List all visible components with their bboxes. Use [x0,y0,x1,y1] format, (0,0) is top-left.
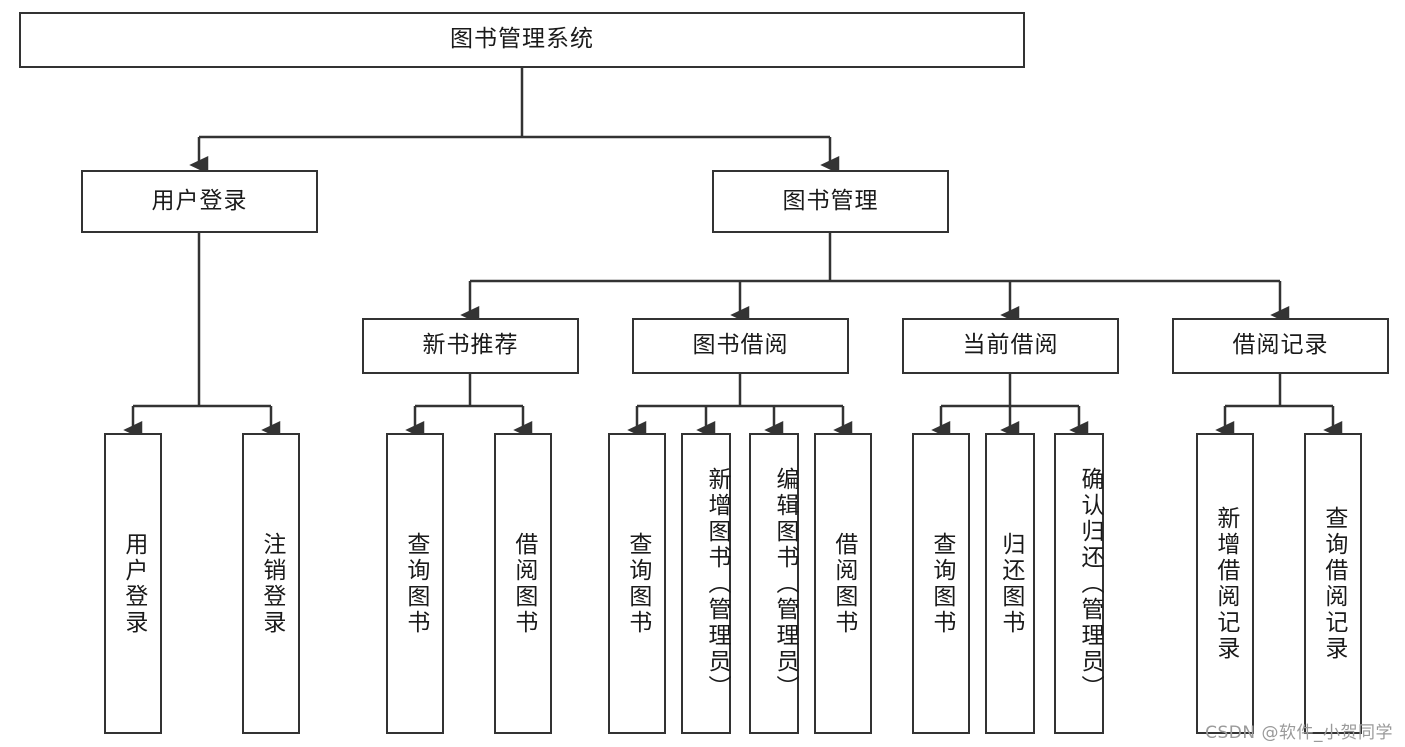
node-leaf-query-book-borrow[interactable]: 查询图书 [608,433,666,734]
node-leaf-borrow-book-label: 借阅图书 [830,531,857,636]
node-leaf-query-book-current-label: 查询图书 [928,531,955,636]
node-leaf-borrow-book-recommend-label: 借阅图书 [510,531,537,636]
node-leaf-user-login[interactable]: 用户登录 [104,433,162,734]
node-book-manage[interactable]: 图书管理 [712,170,949,233]
node-user-login[interactable]: 用户登录 [81,170,318,233]
node-user-login-label: 用户登录 [151,187,248,214]
node-leaf-add-borrow-record[interactable]: 新增借阅记录 [1196,433,1254,734]
node-leaf-query-book-current[interactable]: 查询图书 [912,433,970,734]
node-leaf-edit-book-admin[interactable]: 编辑图书（管理员） [749,433,799,734]
node-leaf-confirm-return-admin[interactable]: 确认归还（管理员） [1054,433,1104,734]
node-borrow-record[interactable]: 借阅记录 [1172,318,1389,374]
node-leaf-logout-label: 注销登录 [258,531,285,636]
node-leaf-add-book-admin[interactable]: 新增图书（管理员） [681,433,731,734]
node-leaf-confirm-return-admin-label: 确认归还（管理员） [1077,466,1103,701]
node-book-borrow-label: 图书借阅 [692,332,789,359]
node-root[interactable]: 图书管理系统 [19,12,1025,68]
node-leaf-query-book-recommend-label: 查询图书 [402,531,429,636]
node-new-book-recommend-label: 新书推荐 [422,332,519,359]
node-leaf-borrow-book[interactable]: 借阅图书 [814,433,872,734]
node-current-borrow[interactable]: 当前借阅 [902,318,1119,374]
node-book-manage-label: 图书管理 [782,187,879,214]
node-leaf-query-book-recommend[interactable]: 查询图书 [386,433,444,734]
node-current-borrow-label: 当前借阅 [962,332,1059,359]
node-leaf-return-book-label: 归还图书 [997,531,1024,636]
node-leaf-borrow-book-recommend[interactable]: 借阅图书 [494,433,552,734]
node-leaf-query-borrow-record[interactable]: 查询借阅记录 [1304,433,1362,734]
node-leaf-add-borrow-record-label: 新增借阅记录 [1212,505,1239,662]
node-book-borrow[interactable]: 图书借阅 [632,318,849,374]
node-leaf-edit-book-admin-label: 编辑图书（管理员） [772,466,798,701]
node-leaf-query-borrow-record-label: 查询借阅记录 [1320,505,1347,662]
node-borrow-record-label: 借阅记录 [1232,332,1329,359]
node-leaf-user-login-label: 用户登录 [120,531,147,636]
node-new-book-recommend[interactable]: 新书推荐 [362,318,579,374]
node-leaf-add-book-admin-label: 新增图书（管理员） [704,466,730,701]
node-leaf-logout[interactable]: 注销登录 [242,433,300,734]
node-leaf-return-book[interactable]: 归还图书 [985,433,1035,734]
node-root-label: 图书管理系统 [450,26,594,53]
node-leaf-query-book-borrow-label: 查询图书 [624,531,651,636]
